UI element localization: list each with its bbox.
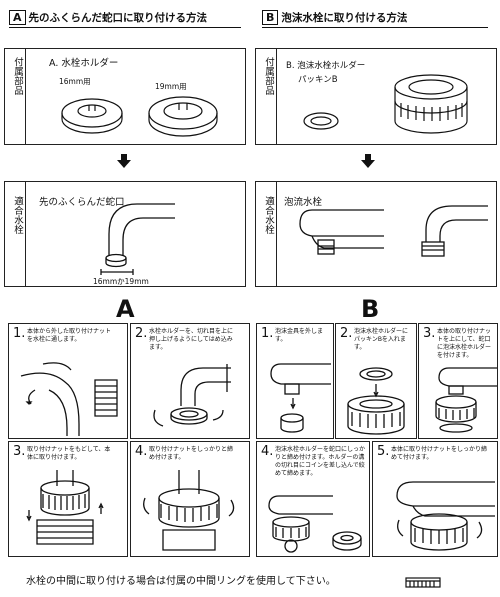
section-a-underline xyxy=(9,27,241,28)
section-b-title: 泡沫水栓に取り付ける方法 xyxy=(281,12,408,24)
side-label-tekigo-a-text: 適合水栓 xyxy=(12,196,23,234)
step-text: 泡沫水栓ホルダーにパッキンBを入れます。 xyxy=(354,328,409,351)
step-b-4-illustration xyxy=(268,495,362,553)
down-arrow-icon xyxy=(117,154,131,168)
step-number: 4. xyxy=(135,444,148,459)
faucet-panel-b: 適合水栓 泡流水栓 xyxy=(255,181,497,287)
step-number: 1. xyxy=(13,326,26,341)
step-a-4-illustration xyxy=(143,470,235,551)
step-b-4: 4. 泡沫水栓ホルダーを蛇口にしっかりと締め付けます。ホルダーの溝の切れ目にコイ… xyxy=(256,441,370,557)
step-a-4: 4. 取り付けナットをしっかりと締め付けます。 xyxy=(130,441,250,557)
parts-panel-a: 付属部品 A. 水栓ホルダー 16mm用 19mm用 xyxy=(4,48,246,145)
side-label-tekigo-b: 適合水栓 xyxy=(260,196,274,240)
side-label-fuzoku-b-text: 付属部品 xyxy=(263,57,274,95)
step-a-1-illustration xyxy=(20,362,118,436)
side-label-tekigo-b-text: 適合水栓 xyxy=(263,196,274,234)
faucet-panel-a: 適合水栓 先のふくらんだ蛇口 16mmか19mm xyxy=(4,181,246,287)
foam-faucet-illustration xyxy=(299,205,488,257)
step-number: 3. xyxy=(13,444,26,459)
parts-a-title: A. 水栓ホルダー xyxy=(49,58,119,69)
parts-b-packing: パッキンB xyxy=(298,75,338,85)
section-a-big-letter: A xyxy=(116,295,135,323)
side-label-fuzoku-b: 付属部品 xyxy=(260,57,274,101)
step-text: 本体から外した取り付けナットを水栓に通します。 xyxy=(27,328,112,343)
step-number: 5. xyxy=(377,444,390,459)
step-b-5: 5. 本体に取り付けナットをしっかり締めて付けます。 xyxy=(372,441,498,557)
step-a-2-illustration xyxy=(153,364,231,427)
step-a-1: 1. 本体から外した取り付けナットを水栓に通します。 xyxy=(8,323,128,439)
faucet-a-range: 16mmか19mm xyxy=(93,277,149,286)
faucet-b-title: 泡流水栓 xyxy=(284,197,323,208)
side-divider xyxy=(25,182,26,286)
step-a-2: 2. 水栓ホルダーを、切れ目を上に押し上げるようにしてはめ込みます。 xyxy=(130,323,250,439)
section-b-badge: B xyxy=(262,10,279,25)
step-a-3: 3. 取り付けナットをもどして、本体に取り付けます。 xyxy=(8,441,128,557)
step-b-2-illustration xyxy=(347,367,405,435)
section-b-big-letter: B xyxy=(361,295,380,323)
step-b-5-illustration xyxy=(396,481,495,551)
parts-a-size16: 16mm用 xyxy=(59,77,91,86)
step-text: 取り付けナットをもどして、本体に取り付けます。 xyxy=(27,446,111,461)
step-b-1-illustration xyxy=(270,363,331,433)
step-number: 1. xyxy=(261,326,274,341)
step-b-2: 2. 泡沫水栓ホルダーにパッキンBを入れます。 xyxy=(335,323,417,439)
step-text: 取り付けナットをしっかりと締め付けます。 xyxy=(149,446,234,461)
step-text: 本体に取り付けナットをしっかり締めて付けます。 xyxy=(391,446,488,461)
step-number: 2. xyxy=(135,326,148,341)
section-b-underline xyxy=(262,27,488,28)
step-b-3-illustration xyxy=(435,367,497,433)
bulged-faucet-illustration xyxy=(100,203,175,275)
step-number: 4. xyxy=(261,444,274,459)
down-arrow-icon xyxy=(361,154,375,168)
side-divider xyxy=(276,49,277,144)
faucet-a-title: 先のふくらんだ蛇口 xyxy=(39,197,125,208)
parts-a-size19: 19mm用 xyxy=(155,82,187,91)
step-number: 3. xyxy=(423,326,436,341)
step-b-1: 1. 泡沫金具を外します。 xyxy=(256,323,334,439)
step-b-3: 3. 本体の取り付けナットを上にして、蛇口に泡沫水栓ホルダーを付けます。 xyxy=(418,323,498,439)
middle-ring-icon xyxy=(405,577,441,588)
side-label-fuzoku-a-text: 付属部品 xyxy=(12,57,23,95)
step-text: 泡沫金具を外します。 xyxy=(275,328,324,343)
step-text: 泡沫水栓ホルダーを蛇口にしっかりと締め付けます。ホルダーの溝の切れ目にコインを差… xyxy=(275,446,366,477)
holder-rings-illustration xyxy=(61,96,218,137)
foam-holder-illustration xyxy=(303,74,468,134)
side-divider xyxy=(276,182,277,286)
side-label-fuzoku-a: 付属部品 xyxy=(9,57,23,101)
side-divider xyxy=(25,49,26,144)
step-text: 本体の取り付けナットを上にして、蛇口に泡沫水栓ホルダーを付けます。 xyxy=(437,328,492,359)
parts-panel-b: 付属部品 B. 泡沫水栓ホルダー パッキンB xyxy=(255,48,497,145)
step-text: 水栓ホルダーを、切れ目を上に押し上げるようにしてはめ込みます。 xyxy=(149,328,234,351)
side-label-tekigo-a: 適合水栓 xyxy=(9,196,23,240)
step-a-3-illustration xyxy=(26,470,104,545)
section-a-title: 先のふくらんだ蛇口に取り付ける方法 xyxy=(28,12,208,24)
parts-b-title: B. 泡沫水栓ホルダー xyxy=(286,61,366,71)
footer-note: 水栓の中間に取り付ける場合は付属の中間リングを使用して下さい。 xyxy=(26,576,336,587)
section-a-badge: A xyxy=(9,10,26,25)
step-number: 2. xyxy=(340,326,353,341)
